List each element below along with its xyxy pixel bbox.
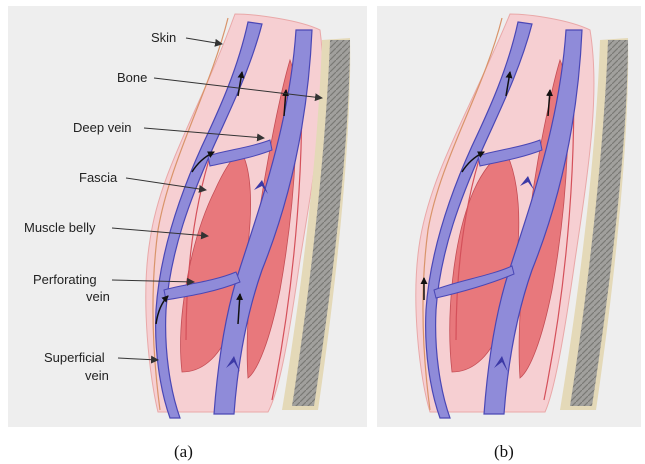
label-perforating-vein-2: vein (86, 289, 110, 304)
label-bone: Bone (117, 70, 147, 85)
label-superficial-vein-2: vein (85, 368, 109, 383)
label-skin: Skin (151, 30, 176, 45)
panel-a: Skin Bone Deep vein Fascia Muscle belly … (24, 14, 350, 461)
caption-a: (a) (174, 442, 193, 461)
label-muscle-belly: Muscle belly (24, 220, 96, 235)
label-perforating-vein: Perforating (33, 272, 97, 287)
label-fascia: Fascia (79, 170, 118, 185)
panel-b: (b) (416, 14, 628, 461)
leader-skin (186, 38, 222, 44)
label-superficial-vein: Superficial (44, 350, 105, 365)
label-deep-vein: Deep vein (73, 120, 132, 135)
caption-b: (b) (494, 442, 514, 461)
